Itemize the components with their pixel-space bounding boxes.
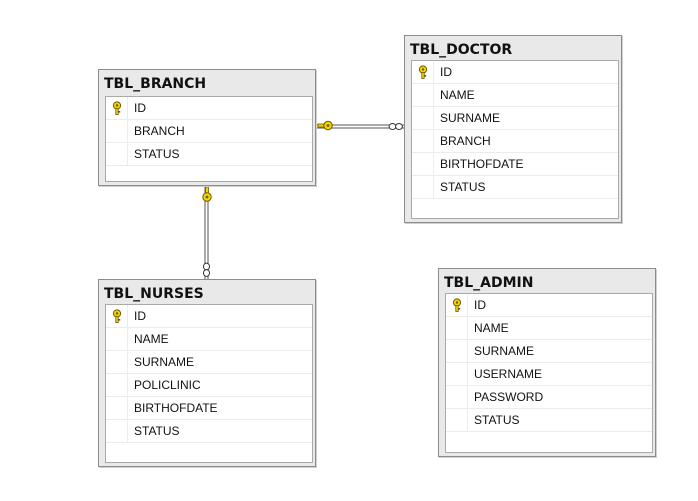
- column-name: BIRTHOFDATE: [440, 157, 524, 171]
- key-icon: [452, 298, 462, 312]
- column-row-status[interactable]: STATUS: [106, 143, 312, 166]
- key-icon: [418, 65, 428, 79]
- row-gutter: [106, 351, 128, 373]
- column-name: NAME: [440, 88, 475, 102]
- column-name: ID: [134, 101, 146, 115]
- row-gutter: [106, 328, 128, 350]
- row-gutter: [412, 130, 434, 152]
- table-title: TBL_BRANCH: [104, 76, 207, 92]
- relationship-branch-nurses[interactable]: [202, 186, 212, 280]
- row-gutter: [412, 176, 434, 198]
- row-gutter: [446, 340, 468, 362]
- column-row-surname[interactable]: SURNAME: [412, 107, 618, 130]
- column-row-status[interactable]: STATUS: [106, 420, 312, 443]
- table-tbl-doctor[interactable]: TBL_DOCTOR ID NAME SURNAME: [404, 35, 622, 223]
- column-row-name[interactable]: NAME: [106, 328, 312, 351]
- column-name: STATUS: [474, 413, 520, 427]
- key-icon: [202, 186, 212, 202]
- row-gutter: [412, 153, 434, 175]
- infinity-icon: [388, 123, 403, 130]
- row-gutter: [106, 305, 128, 327]
- table-tbl-branch[interactable]: TBL_BRANCH ID BRANCH STATUS: [98, 69, 316, 186]
- column-row-branch[interactable]: BRANCH: [106, 120, 312, 143]
- relationship-branch-doctor[interactable]: [316, 120, 405, 131]
- row-gutter: [106, 420, 128, 442]
- column-name: BIRTHOFDATE: [134, 401, 218, 415]
- row-gutter: [106, 97, 128, 119]
- row-gutter: [446, 409, 468, 431]
- column-name: ID: [440, 65, 452, 79]
- column-name: PASSWORD: [474, 390, 544, 404]
- column-list: ID BRANCH STATUS: [105, 96, 313, 182]
- column-row-status[interactable]: STATUS: [412, 176, 618, 199]
- column-row-birthofdate[interactable]: BIRTHOFDATE: [106, 397, 312, 420]
- column-row-policlinic[interactable]: POLICLINIC: [106, 374, 312, 397]
- table-title: TBL_ADMIN: [444, 275, 534, 291]
- table-tbl-nurses[interactable]: TBL_NURSES ID NAME SURNAME: [98, 279, 316, 467]
- column-list: ID NAME SURNAME BRANCH BIRTHOFDATE STATU…: [411, 60, 619, 219]
- column-list: ID NAME SURNAME USERNAME PASSWORD STATUS: [445, 293, 653, 453]
- column-name: USERNAME: [474, 367, 543, 381]
- column-row-password[interactable]: PASSWORD: [446, 386, 652, 409]
- column-row-name[interactable]: NAME: [446, 317, 652, 340]
- row-gutter: [106, 143, 128, 165]
- key-icon: [317, 120, 333, 131]
- table-tbl-admin[interactable]: TBL_ADMIN ID NAME SURNAME: [438, 268, 656, 457]
- column-row-id[interactable]: ID: [106, 97, 312, 120]
- table-title: TBL_DOCTOR: [410, 42, 513, 58]
- column-name: SURNAME: [134, 355, 195, 369]
- row-gutter: [106, 397, 128, 419]
- column-row-surname[interactable]: SURNAME: [446, 340, 652, 363]
- column-name: SURNAME: [474, 344, 535, 358]
- column-row-status[interactable]: STATUS: [446, 409, 652, 432]
- table-title: TBL_NURSES: [104, 286, 204, 302]
- column-row-id[interactable]: ID: [412, 61, 618, 84]
- column-name: STATUS: [440, 180, 486, 194]
- row-gutter: [106, 374, 128, 396]
- column-row-name[interactable]: NAME: [412, 84, 618, 107]
- column-name: SURNAME: [440, 111, 501, 125]
- row-gutter: [446, 294, 468, 316]
- row-gutter: [446, 363, 468, 385]
- column-name: NAME: [474, 321, 509, 335]
- column-row-branch[interactable]: BRANCH: [412, 130, 618, 153]
- row-gutter: [412, 61, 434, 83]
- row-gutter: [446, 317, 468, 339]
- column-name: ID: [474, 298, 486, 312]
- column-name: STATUS: [134, 424, 180, 438]
- column-name: STATUS: [134, 147, 180, 161]
- column-list: ID NAME SURNAME POLICLINIC BIRTHOFDATE S…: [105, 304, 313, 463]
- key-icon: [112, 101, 122, 115]
- column-name: NAME: [134, 332, 169, 346]
- column-row-id[interactable]: ID: [106, 305, 312, 328]
- column-row-id[interactable]: ID: [446, 294, 652, 317]
- column-name: BRANCH: [440, 134, 491, 148]
- column-name: POLICLINIC: [134, 378, 201, 392]
- column-name: ID: [134, 309, 146, 323]
- row-gutter: [446, 386, 468, 408]
- infinity-icon: [203, 262, 210, 277]
- column-name: BRANCH: [134, 124, 185, 138]
- column-row-birthofdate[interactable]: BIRTHOFDATE: [412, 153, 618, 176]
- key-icon: [112, 309, 122, 323]
- column-row-surname[interactable]: SURNAME: [106, 351, 312, 374]
- row-gutter: [412, 107, 434, 129]
- row-gutter: [106, 120, 128, 142]
- row-gutter: [412, 84, 434, 106]
- column-row-username[interactable]: USERNAME: [446, 363, 652, 386]
